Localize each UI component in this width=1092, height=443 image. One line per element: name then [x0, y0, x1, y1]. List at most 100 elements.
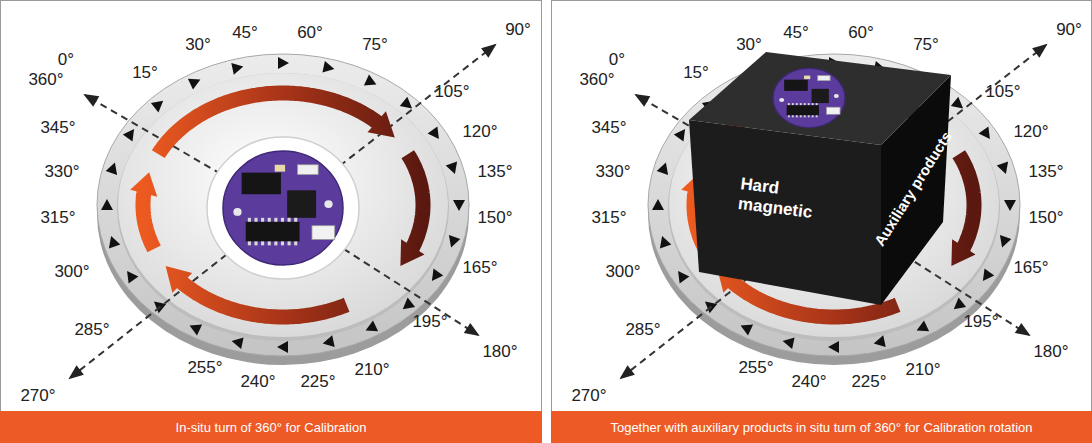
degree-label: 210°: [354, 361, 389, 380]
degree-label: 315°: [591, 209, 626, 228]
degree-label: 330°: [44, 163, 79, 182]
degree-label: 240°: [791, 373, 826, 392]
degree-label: 225°: [300, 373, 335, 392]
degree-label: 120°: [1013, 123, 1048, 142]
tick-triangle: [322, 61, 334, 73]
degree-label: 285°: [74, 321, 109, 340]
tick-triangle: [323, 335, 335, 347]
degree-label: 270°: [20, 387, 55, 406]
tick-triangle: [660, 236, 671, 248]
degree-label: 90°: [505, 21, 531, 40]
dial-face: [118, 73, 448, 337]
tick-triangle: [432, 268, 443, 281]
degree-label: 180°: [1033, 343, 1068, 362]
degree-label: 255°: [187, 359, 222, 378]
tick-triangle: [188, 79, 201, 90]
tick-triangle: [277, 341, 288, 353]
tick-triangle: [364, 75, 377, 86]
tick-triangle: [127, 271, 138, 284]
tick-triangle: [278, 57, 289, 69]
degree-label: 15°: [683, 64, 709, 83]
axis-arrowhead: [481, 44, 497, 58]
degree-label: 240°: [240, 373, 275, 392]
caption-band: Together with auxiliary products in situ…: [551, 411, 1092, 443]
tick-triangle: [1004, 200, 1016, 211]
degree-label: 360°: [579, 71, 614, 90]
box-front: [689, 120, 881, 305]
tick-triangle: [449, 235, 460, 247]
degree-label: 195°: [963, 313, 998, 332]
tick-triangle: [366, 320, 379, 331]
tick-triangle: [106, 163, 117, 175]
axis-arrowhead: [83, 94, 99, 107]
degree-label: 330°: [595, 163, 630, 182]
tick-triangle: [997, 162, 1008, 174]
degree-label: 15°: [132, 64, 158, 83]
tick-triangle: [1000, 235, 1011, 247]
degree-label: 90°: [1056, 21, 1082, 40]
compass-dial: [619, 44, 1047, 379]
axis-arrowhead: [1032, 44, 1048, 58]
tick-triangle: [109, 236, 120, 248]
tick-triangle: [453, 200, 465, 211]
rotation-arc: [408, 154, 423, 252]
board-backing: [207, 137, 359, 279]
rotation-arrowhead: [951, 239, 975, 266]
degree-label: 150°: [1028, 209, 1063, 228]
degree-label: 45°: [232, 24, 258, 43]
degree-label: 30°: [185, 36, 211, 55]
tick-triangle: [403, 298, 415, 310]
tick-triangle: [983, 268, 994, 281]
tick-triangle: [123, 129, 134, 142]
degree-label: 360°: [28, 71, 63, 90]
caption-band: In-situ turn of 360° for Calibration: [0, 411, 542, 443]
caption-text: In-situ turn of 360° for Calibration: [176, 420, 367, 435]
rotation-arc: [177, 279, 346, 318]
degree-label: 270°: [571, 387, 606, 406]
degree-label: 315°: [40, 209, 75, 228]
tick-triangle: [979, 126, 990, 138]
magnet-box: Hard magneticAuxiliary products: [689, 52, 951, 305]
tick-triangle: [954, 298, 966, 310]
sensor-board: [223, 151, 343, 265]
rotation-arc: [959, 154, 974, 252]
tick-triangle: [657, 163, 668, 175]
degree-label: 105°: [434, 83, 469, 102]
compass-dial: [68, 44, 496, 379]
degree-label: 225°: [851, 373, 886, 392]
tick-triangle: [428, 126, 439, 138]
degree-label: 165°: [1013, 259, 1048, 278]
degree-label: 0°: [58, 51, 74, 70]
degree-label: 135°: [1028, 163, 1063, 182]
degree-label: 195°: [412, 313, 447, 332]
tick-triangle: [951, 97, 963, 109]
tick-triangle: [674, 129, 685, 142]
tick-triangle: [446, 162, 457, 174]
degree-label: 45°: [783, 24, 809, 43]
axis-arrowhead: [464, 323, 480, 336]
degree-label: 165°: [462, 259, 497, 278]
degree-label: 135°: [477, 163, 512, 182]
degree-label: 150°: [477, 209, 512, 228]
degree-label: 180°: [482, 343, 517, 362]
tick-triangle: [652, 199, 664, 210]
degree-label: 75°: [913, 36, 939, 55]
rotation-arrowhead: [130, 172, 157, 196]
degree-label: 345°: [591, 119, 626, 138]
tick-triangle: [231, 63, 243, 75]
degree-label: 255°: [738, 359, 773, 378]
rotation-arrowhead: [166, 266, 193, 293]
degree-label: 30°: [736, 36, 762, 55]
rotation-arrowhead: [368, 111, 395, 137]
rotation-arc: [143, 188, 154, 249]
axis-arrowhead: [1015, 323, 1031, 336]
dial-ring: [97, 54, 469, 356]
degree-label: 120°: [462, 123, 497, 142]
degree-label: 345°: [40, 119, 75, 138]
degree-label: 60°: [297, 24, 323, 43]
tick-triangle: [101, 199, 113, 210]
tick-triangle: [151, 101, 163, 113]
degree-label: 60°: [848, 24, 874, 43]
tick-triangle: [783, 337, 795, 349]
axis-arrowhead: [634, 94, 650, 107]
